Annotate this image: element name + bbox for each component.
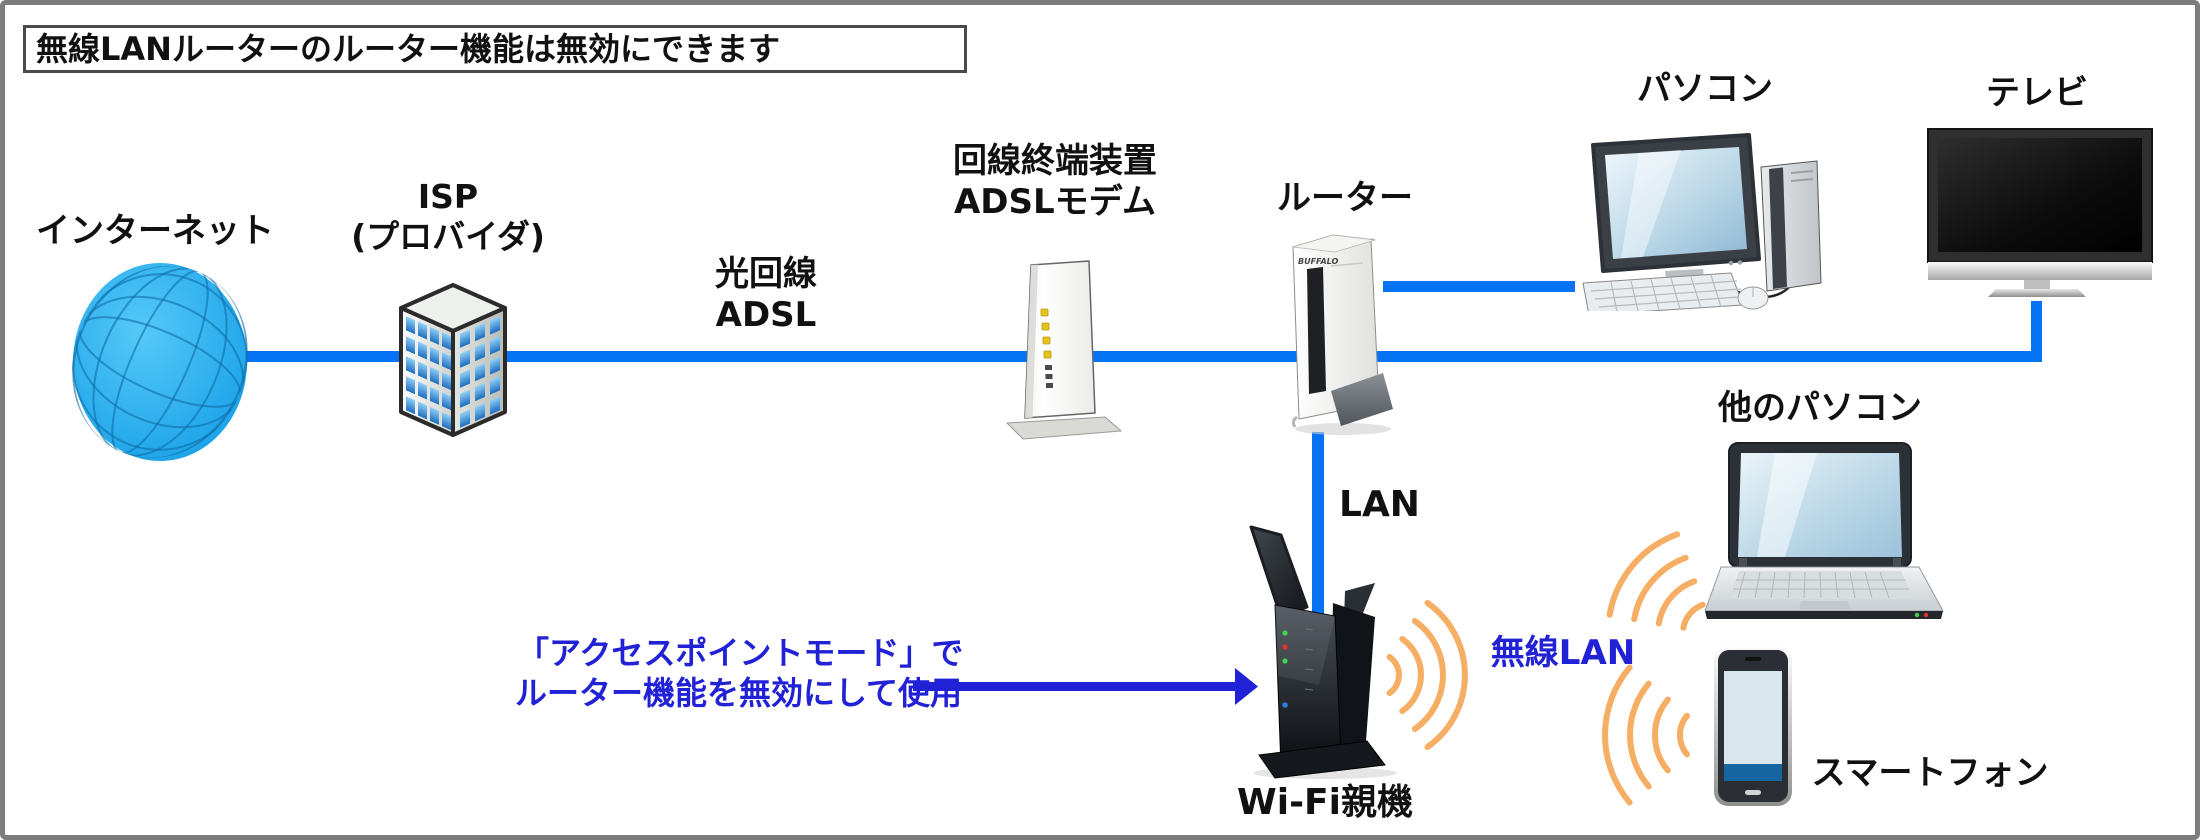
wifi-base-icon xyxy=(1249,525,1397,779)
router-brand-text: BUFFALO xyxy=(1298,257,1338,266)
wifi-waves-smartphone-icon xyxy=(1602,664,1690,806)
isp-building-icon xyxy=(399,283,507,437)
laptop-icon xyxy=(1705,442,1944,619)
router-to-pc-line xyxy=(1383,281,1575,292)
title-text: 無線LANルーターのルーター機能は無効にできます xyxy=(36,30,780,68)
annotation-arrow xyxy=(913,668,1258,705)
lan-line xyxy=(1312,432,1324,614)
annotation-text: 「アクセスポイントモード」で ルーター機能を無効にして使用 xyxy=(515,634,964,712)
router-label: ルーター xyxy=(1277,178,1413,218)
other-pc-label: 他のパソコン xyxy=(1718,388,1922,428)
wiring-layer xyxy=(237,281,2042,806)
wifi-base-label: Wi-Fi親機 xyxy=(1237,782,1413,823)
tv-label: テレビ xyxy=(1986,73,2088,113)
internet-globe-icon xyxy=(71,263,249,461)
wireless-lan-label: 無線LAN xyxy=(1490,633,1636,673)
title-box: 無線LANルーターのルーター機能は無効にできます xyxy=(23,25,967,73)
tv-drop-line xyxy=(2031,301,2042,362)
desktop-pc-icon xyxy=(1582,133,1822,311)
line-type-label: 光回線 ADSL xyxy=(715,254,817,336)
smartphone-icon xyxy=(1714,646,1792,806)
wifi-waves-base-icon xyxy=(1386,600,1468,750)
adsl-modem-icon xyxy=(1005,260,1123,440)
modem-label: 回線終端装置 ADSLモデム xyxy=(953,141,1157,223)
pc-label: パソコン xyxy=(1637,69,1773,109)
lan-label: LAN xyxy=(1339,484,1420,525)
internet-label: インターネット xyxy=(36,211,274,251)
isp-label: ISP (プロバイダ) xyxy=(351,177,545,257)
smartphone-label: スマートフォン xyxy=(1811,753,2049,793)
tv-icon xyxy=(1927,128,2153,297)
router-icon: BUFFALO xyxy=(1291,234,1393,435)
wifi-waves-laptop-icon xyxy=(1606,531,1706,631)
main-connection-line xyxy=(237,351,2042,362)
